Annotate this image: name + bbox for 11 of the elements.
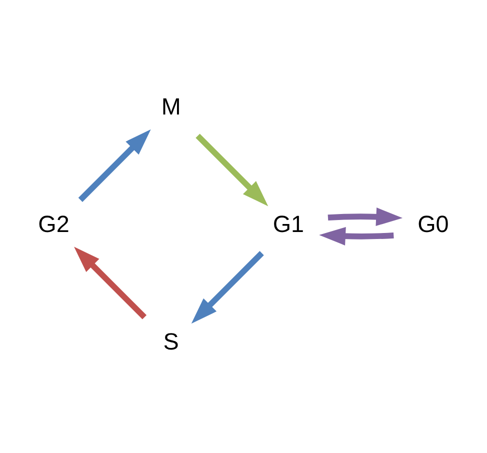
arrow bbox=[74, 246, 147, 320]
node-text: G0 bbox=[418, 211, 449, 238]
node-text: G2 bbox=[38, 211, 70, 238]
arrow bbox=[319, 226, 394, 246]
node-text: M bbox=[161, 94, 181, 120]
arrow bbox=[78, 129, 151, 202]
node-text: G1 bbox=[272, 211, 304, 238]
node-text: S bbox=[163, 328, 179, 354]
arrow bbox=[196, 134, 268, 206]
arrow bbox=[191, 251, 264, 324]
arrow bbox=[328, 208, 403, 226]
